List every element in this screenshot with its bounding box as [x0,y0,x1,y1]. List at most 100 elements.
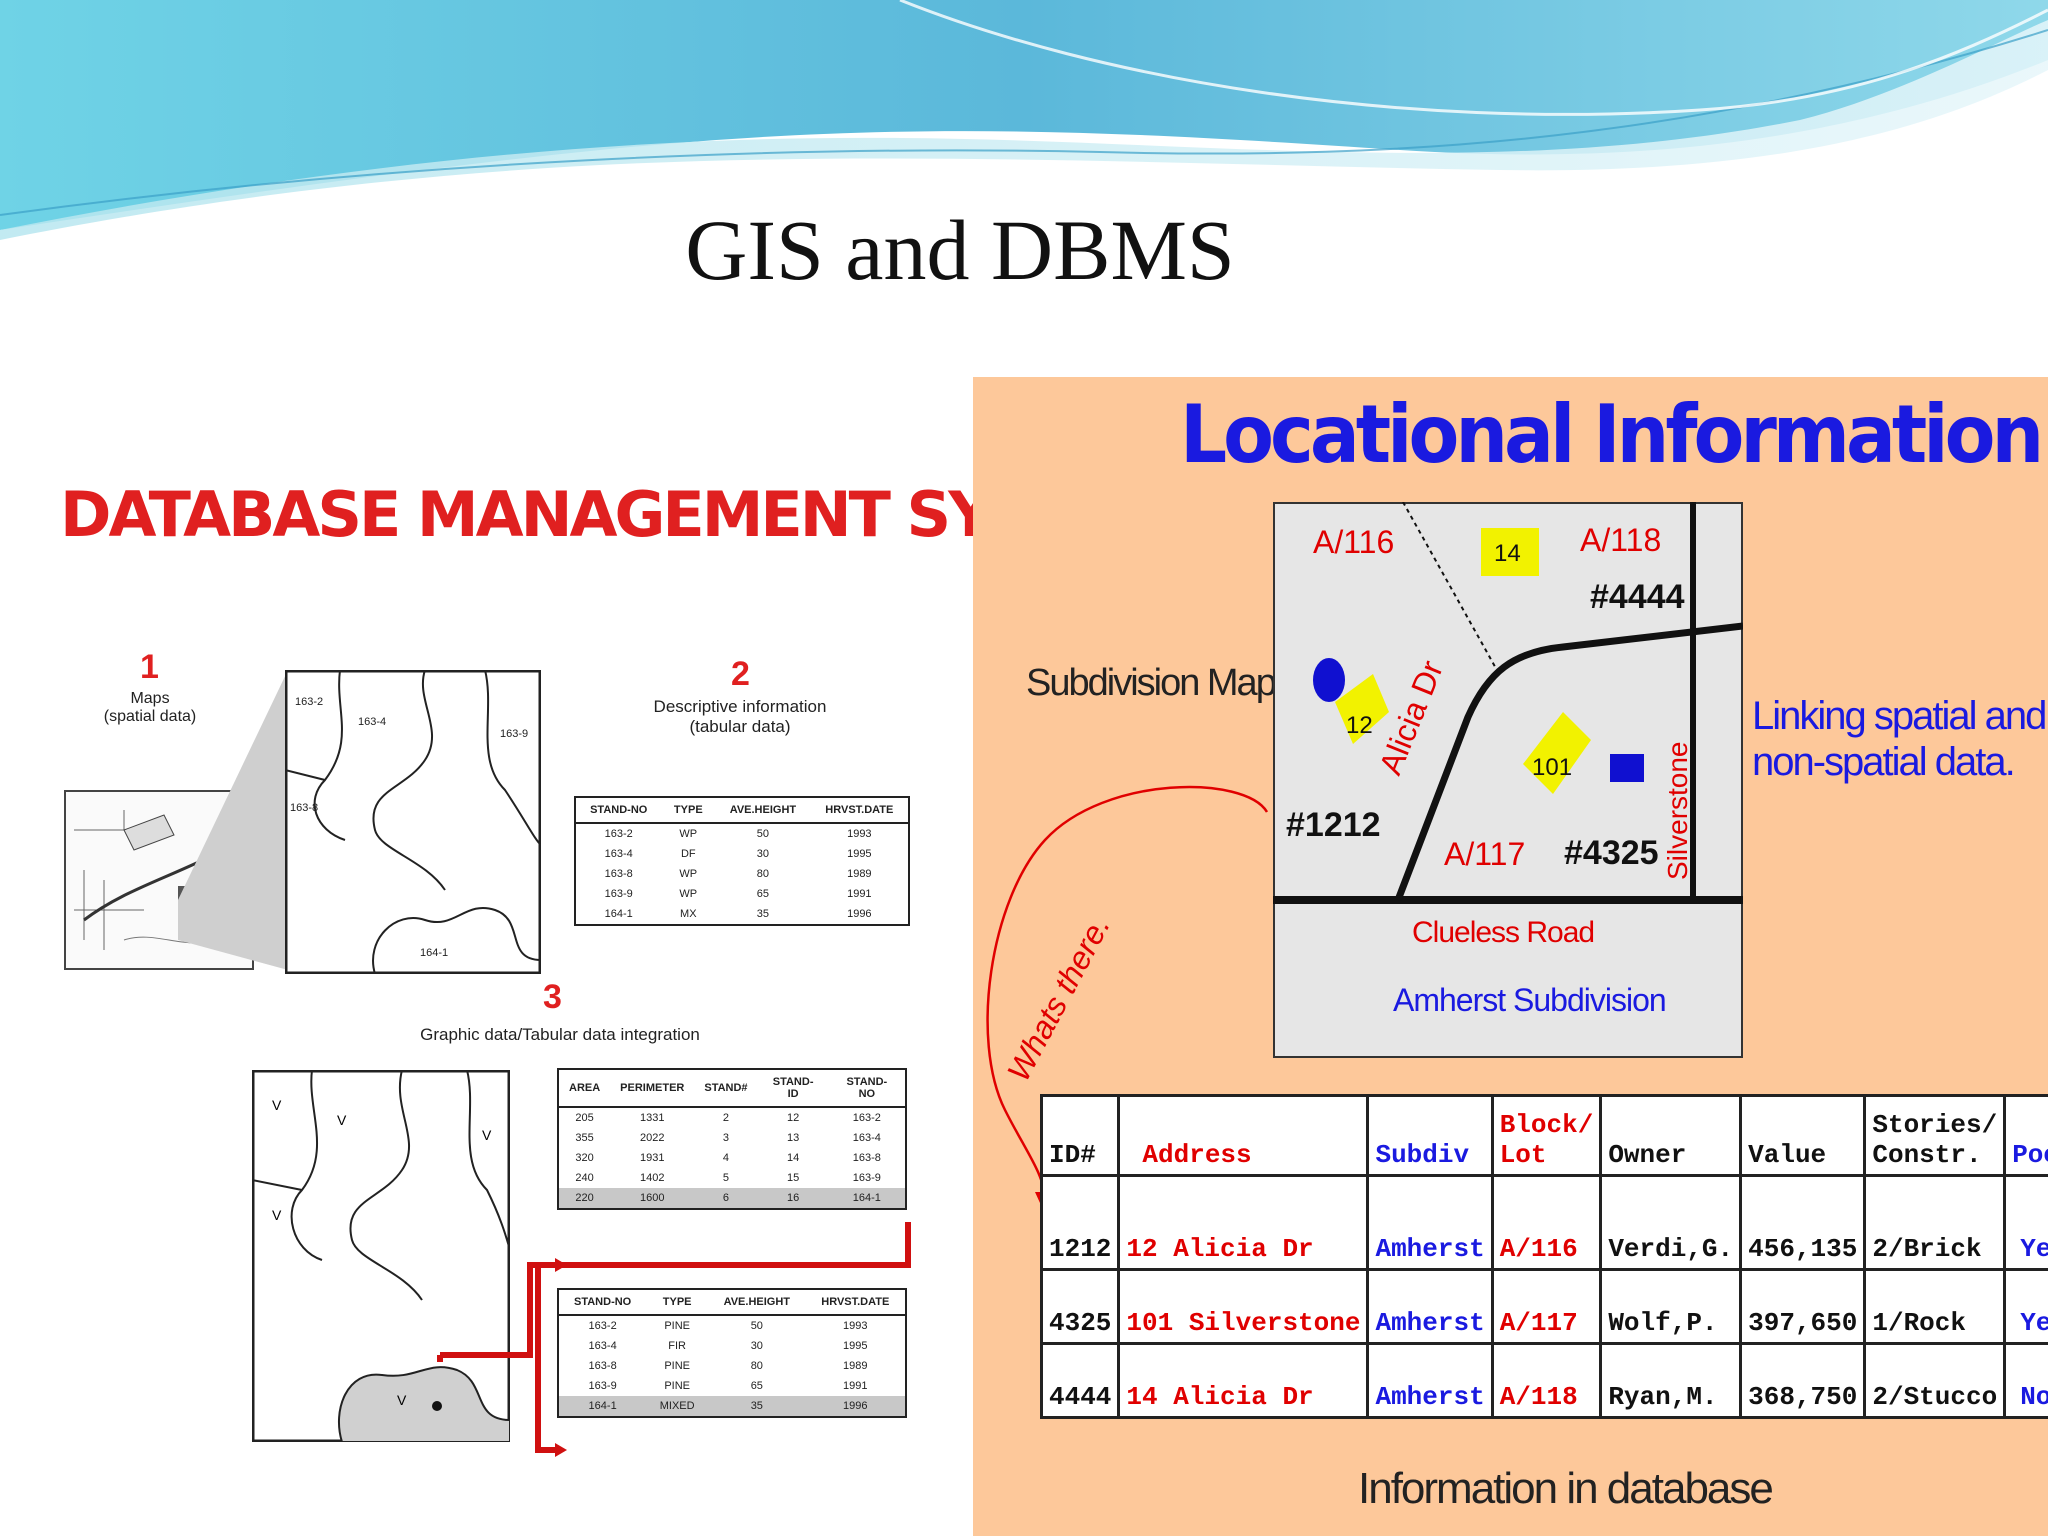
table-cell: 1991 [843,1380,868,1392]
col-header: STAND# [694,1069,758,1108]
header-owner: Owner [1599,1094,1743,1177]
table-cell: 205 [575,1112,594,1124]
info-in-database-label: Information in database [1358,1464,1774,1513]
cell-constr: 2/Brick [1863,1174,2007,1271]
address-4444-label: #4444 [1590,578,1685,616]
table-cell: 65 [750,1380,763,1392]
street-silverstone-label: Silverstone [1662,741,1693,880]
table-cell: 35 [750,1400,763,1412]
address-4325-label: #4325 [1564,834,1659,872]
integration-map: V V V V V [252,1070,510,1442]
subdivision-map-streets [1273,502,1743,904]
table-cell: 1991 [847,888,872,900]
step3-number: 3 [543,978,562,1016]
table-cell: 1989 [843,1360,868,1372]
header-subdiv: Subdiv [1366,1094,1494,1177]
header-block-lot: Block/Lot [1490,1094,1603,1177]
table-cell: WP [679,828,698,840]
table-cell: 3 [722,1132,730,1144]
map-label-164-1: 164-1 [420,947,449,959]
table-cell: 164-1 [604,908,633,920]
integration-table-attributes: STAND-NO TYPE AVE.HEIGHT HRVST.DATE 163-… [557,1288,907,1418]
col-header: AVE.HEIGHT [715,797,811,824]
table-cell: 164-1 [588,1400,617,1412]
table-cell: 30 [750,1340,763,1352]
cell-pool: No [2003,1342,2048,1419]
table-cell: 1996 [847,908,872,920]
table-cell: MIXED [659,1400,695,1412]
step1-label: Maps (spatial data) [103,690,197,725]
table-cell: 164-1 [852,1192,881,1204]
header-id: ID# [1039,1094,1121,1177]
integration-table-spatial: AREA PERIMETER STAND# STAND-ID STAND-NO … [557,1068,907,1210]
subdivision-map [1273,502,1743,1058]
cell-subdiv: Amherst [1366,1174,1494,1271]
table-cell: PINE [664,1380,690,1392]
map-label-163-8: 163-8 [290,802,319,814]
svg-text:V: V [272,1097,282,1113]
table-cell: 1931 [640,1152,665,1164]
svg-text:V: V [397,1392,407,1408]
lot-a118-label: A/118 [1580,522,1662,558]
col-header: TYPE [661,797,716,824]
detail-map [285,670,541,974]
linking-label-line2: non-spatial data. [1752,740,2016,784]
header-stories: Stories/Constr. [1863,1094,2007,1177]
col-header: AREA [558,1069,611,1108]
cell-lot: A/118 [1490,1342,1603,1419]
table-cell: 35 [756,908,770,920]
table-cell: 1993 [847,828,872,840]
cell-id: 4325 [1039,1268,1121,1345]
linking-label-line1: Linking spatial and [1752,694,2047,738]
cell-owner: Wolf,P. [1599,1268,1743,1345]
table-cell: 163-8 [604,868,633,880]
table-cell: 2022 [640,1132,665,1144]
address-1212-label: #1212 [1286,806,1381,844]
cell-value: 397,650 [1739,1268,1867,1345]
col-header: STAND-NO [575,797,662,824]
slide-title: GIS and DBMS [685,202,1235,298]
table-cell: WP [679,868,698,880]
table-row: 164-1 MIXED 35 1996 [558,1396,906,1417]
cell-lot: A/116 [1490,1174,1603,1271]
cell-owner: Verdi,G. [1599,1174,1743,1271]
table-cell: 1996 [843,1400,868,1412]
table-cell: 15 [786,1172,800,1184]
table-cell: 1993 [843,1320,868,1332]
table-cell: 1989 [847,868,872,880]
table-cell: FIR [668,1340,687,1352]
table-cell: 163-2 [604,828,633,840]
table-cell: 1995 [843,1340,868,1352]
table-cell: 12 [786,1112,800,1124]
table-cell: 80 [750,1360,763,1372]
cell-id: 1212 [1039,1174,1121,1271]
cell-value: 456,135 [1739,1174,1867,1271]
header-stories-line1: Stories/ [1872,1110,1998,1140]
table-cell: PINE [664,1360,690,1372]
table-cell: 163-4 [604,848,633,860]
table-cell: 13 [786,1132,800,1144]
property-database-table: ID# Address Subdiv Block/Lot Owner Value… [1039,1094,2048,1419]
map-label-163-2: 163-2 [295,696,324,708]
table-cell: 1995 [847,848,872,860]
table-cell: 163-2 [588,1320,617,1332]
step1-number: 1 [140,648,159,686]
table-cell: 4 [722,1152,730,1164]
table-cell: 2 [722,1112,730,1124]
table-cell: 5 [722,1172,730,1184]
svg-text:V: V [482,1127,492,1143]
map-label-163-9: 163-9 [500,728,529,740]
cell-subdiv: Amherst [1366,1342,1494,1419]
table-cell: 320 [575,1152,594,1164]
col-header: HRVST.DATE [805,1289,906,1316]
descriptive-table: STAND-NO TYPE AVE.HEIGHT HRVST.DATE 163-… [574,796,910,926]
